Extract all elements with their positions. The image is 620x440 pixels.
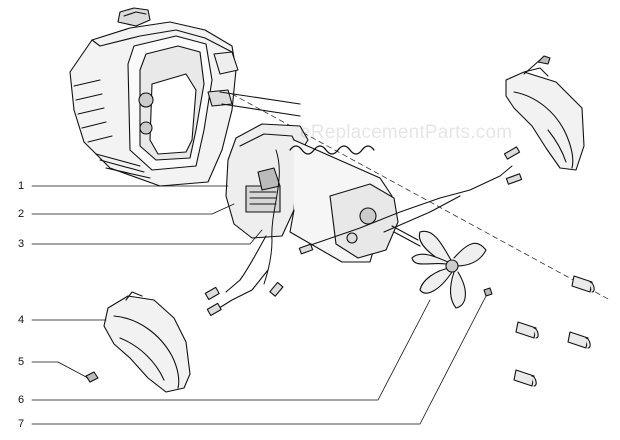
fan-blade <box>411 230 493 309</box>
callout-1: 1 <box>18 180 25 192</box>
front-shroud <box>85 291 191 393</box>
watermark-text: eReplacementParts.com <box>300 122 513 143</box>
callout-6: 6 <box>18 394 25 406</box>
callout-7: 7 <box>18 418 25 430</box>
callout-2: 2 <box>18 208 25 220</box>
motor-assembly <box>204 123 523 317</box>
callout-leaders <box>31 185 487 425</box>
mounting-bolts <box>513 275 595 387</box>
callout-3: 3 <box>18 238 25 250</box>
motor-housing <box>69 7 301 187</box>
callout-4: 4 <box>18 314 25 326</box>
rear-shroud <box>505 55 585 171</box>
callout-5: 5 <box>18 356 25 368</box>
